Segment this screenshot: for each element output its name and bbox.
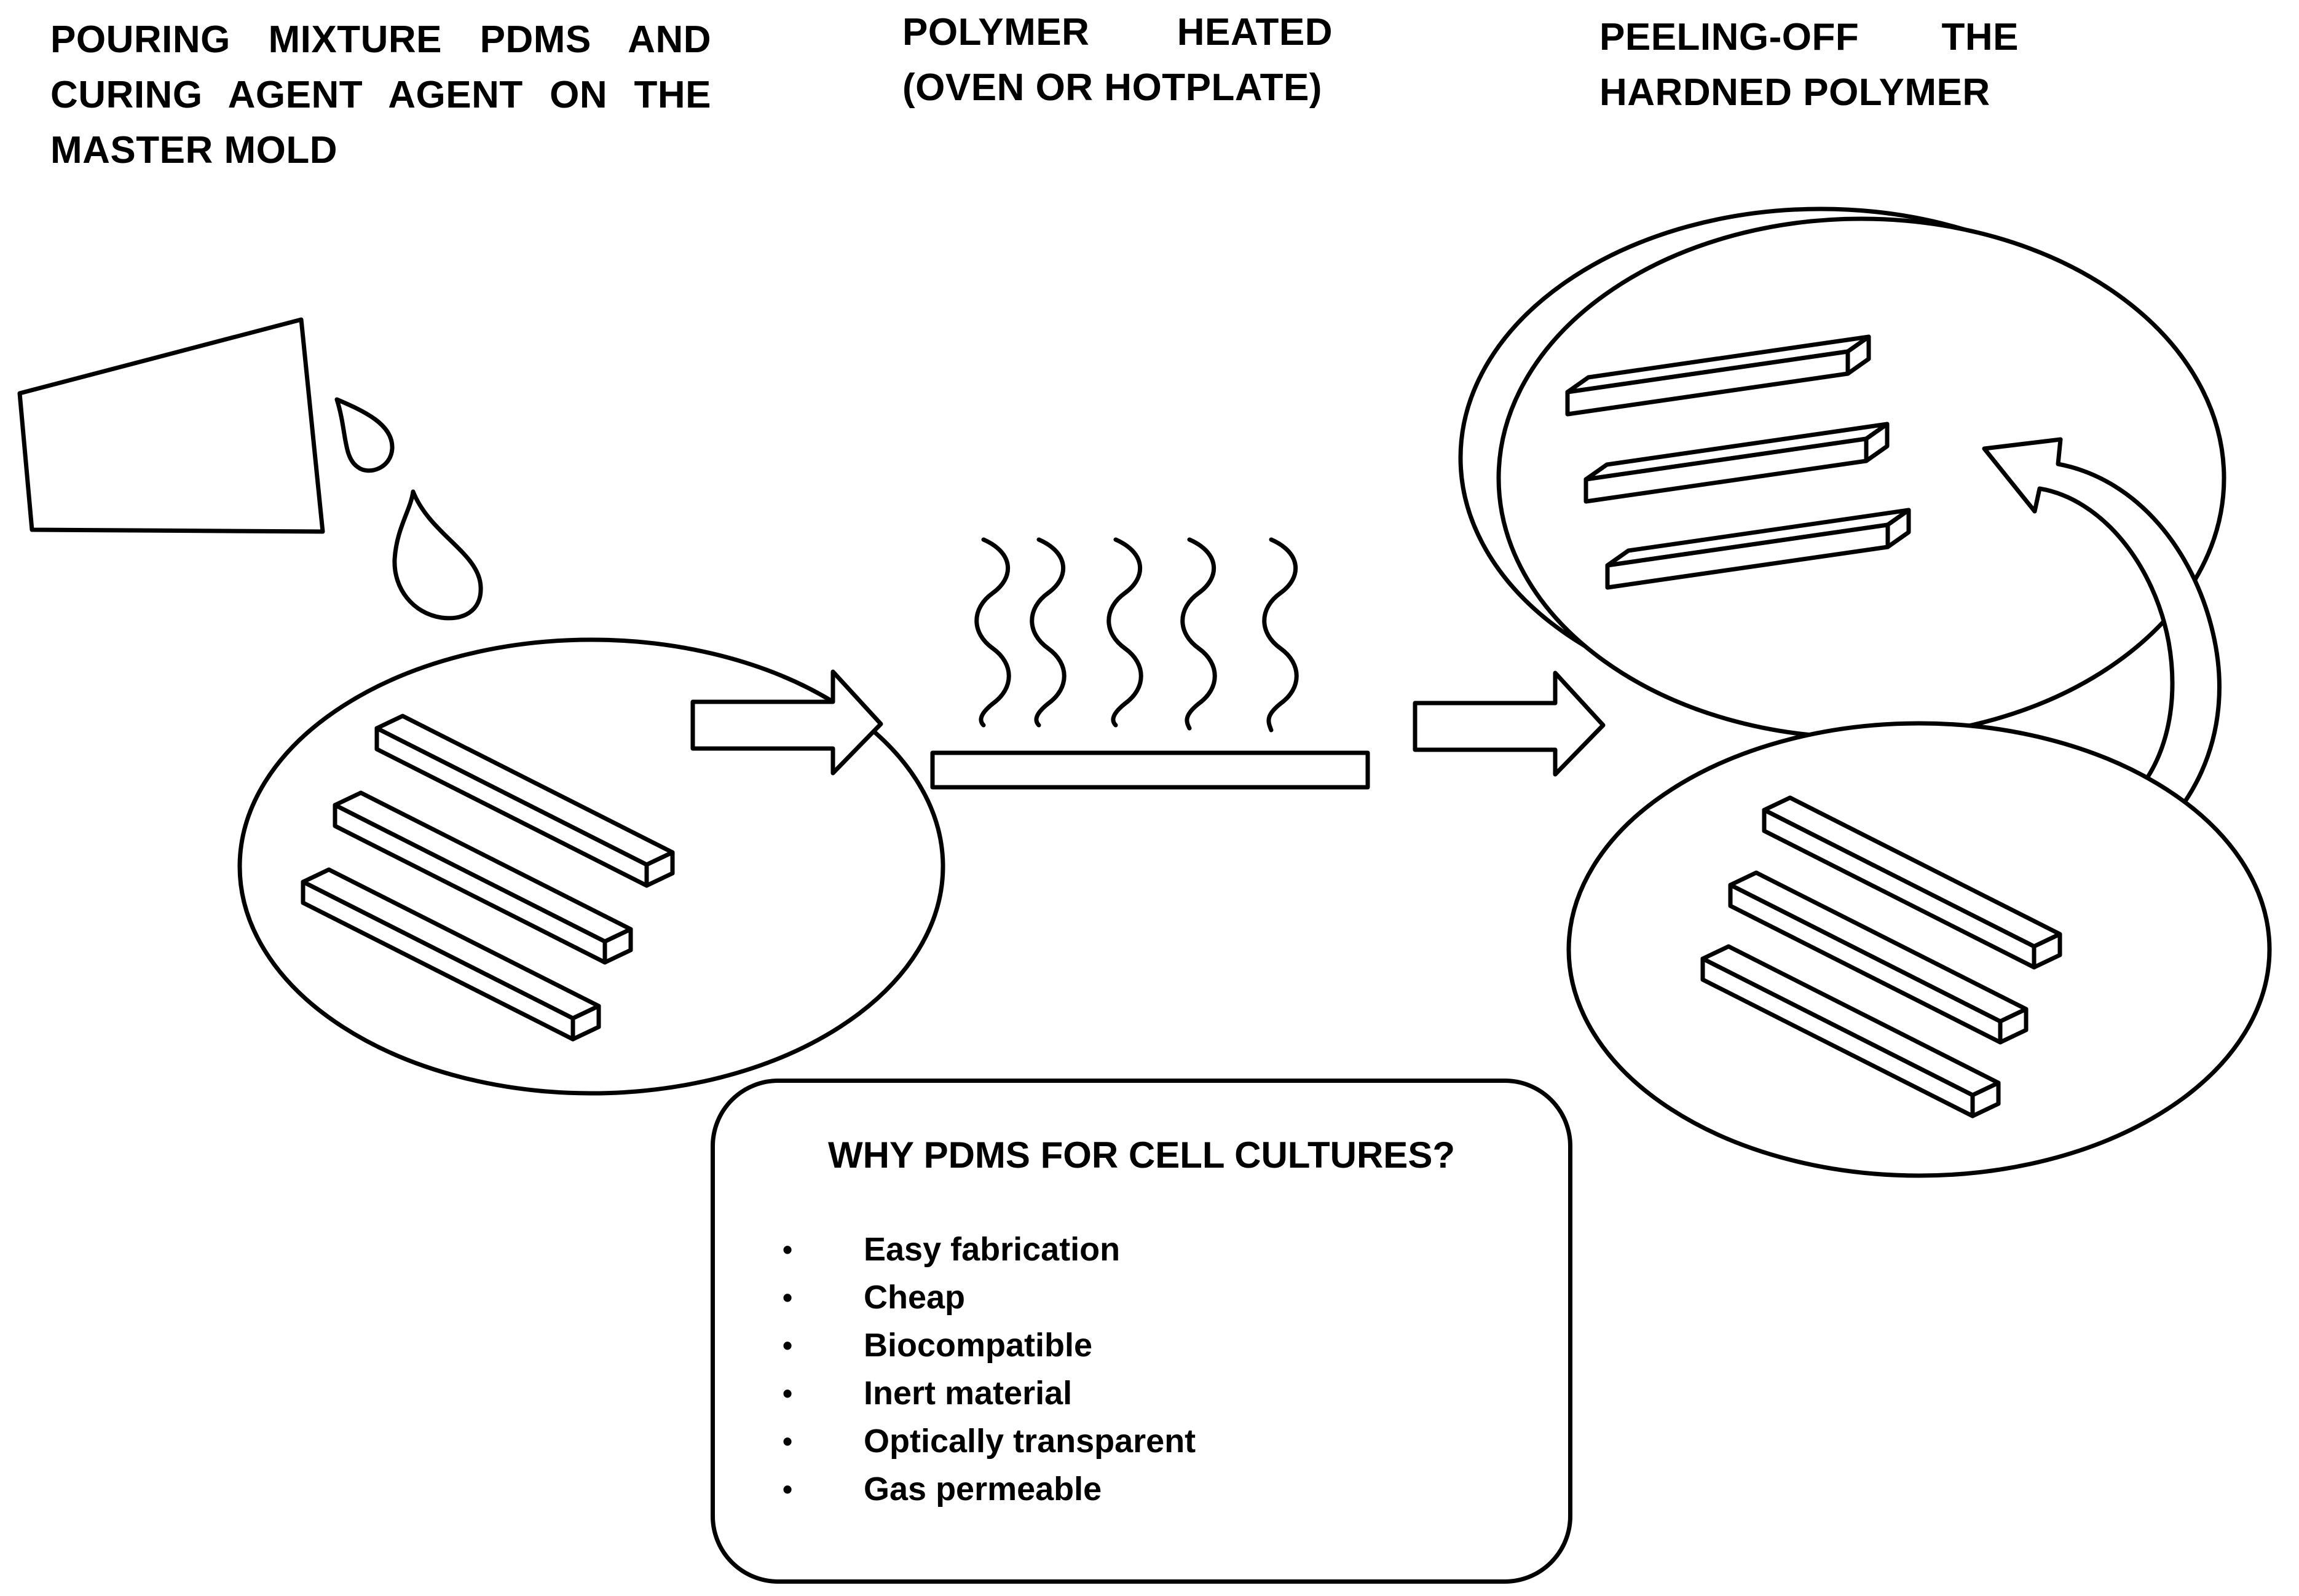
mold-after-peeling-icon	[1566, 721, 2272, 1178]
list-item: • Easy fabrication	[783, 1225, 1196, 1273]
droplet-icon	[334, 397, 483, 621]
benefits-list: • Easy fabrication • Cheap • Biocompatib…	[783, 1225, 1196, 1513]
list-item: • Gas permeable	[783, 1465, 1196, 1513]
list-item-label: Gas permeable	[864, 1471, 1102, 1508]
hotplate-icon	[930, 750, 1370, 790]
list-item: • Biocompatible	[783, 1321, 1196, 1369]
list-item-label: Easy fabrication	[864, 1231, 1121, 1268]
list-item-label: Cheap	[864, 1279, 966, 1316]
arrow-right-icon	[1413, 670, 1606, 777]
list-item-label: Optically transparent	[864, 1423, 1196, 1460]
master-mold-icon	[237, 637, 945, 1096]
curved-arrow-icon	[1982, 437, 2222, 863]
info-box: WHY PDMS FOR CELL CULTURES? • Easy fabri…	[711, 1079, 1572, 1584]
list-item: • Inert material	[783, 1369, 1196, 1417]
bullet-icon: •	[783, 1473, 793, 1505]
bullet-icon: •	[783, 1425, 793, 1457]
list-item-label: Inert material	[864, 1375, 1073, 1412]
info-heading: WHY PDMS FOR CELL CULTURES?	[828, 1134, 1455, 1176]
heat-waves-icon	[974, 537, 1299, 733]
arrow-right-icon	[690, 669, 883, 776]
list-item: • Cheap	[783, 1273, 1196, 1321]
peeled-polymer-icon	[1458, 206, 2226, 740]
list-item-label: Biocompatible	[864, 1327, 1093, 1364]
step-1-title: POURING MIXTURE PDMS AND CURING AGENT AG…	[50, 18, 711, 171]
bullet-icon: •	[783, 1329, 793, 1361]
bullet-icon: •	[783, 1281, 793, 1313]
bullet-icon: •	[783, 1233, 793, 1265]
pouring-cup-icon	[17, 317, 325, 534]
step-3-title: PEELING-OFF THE HARDNED POLYMER	[1599, 16, 2019, 114]
bullet-icon: •	[783, 1377, 793, 1409]
step-2-title: POLYMER HEATED (OVEN OR HOTPLATE)	[902, 11, 1333, 109]
list-item: • Optically transparent	[783, 1417, 1196, 1465]
